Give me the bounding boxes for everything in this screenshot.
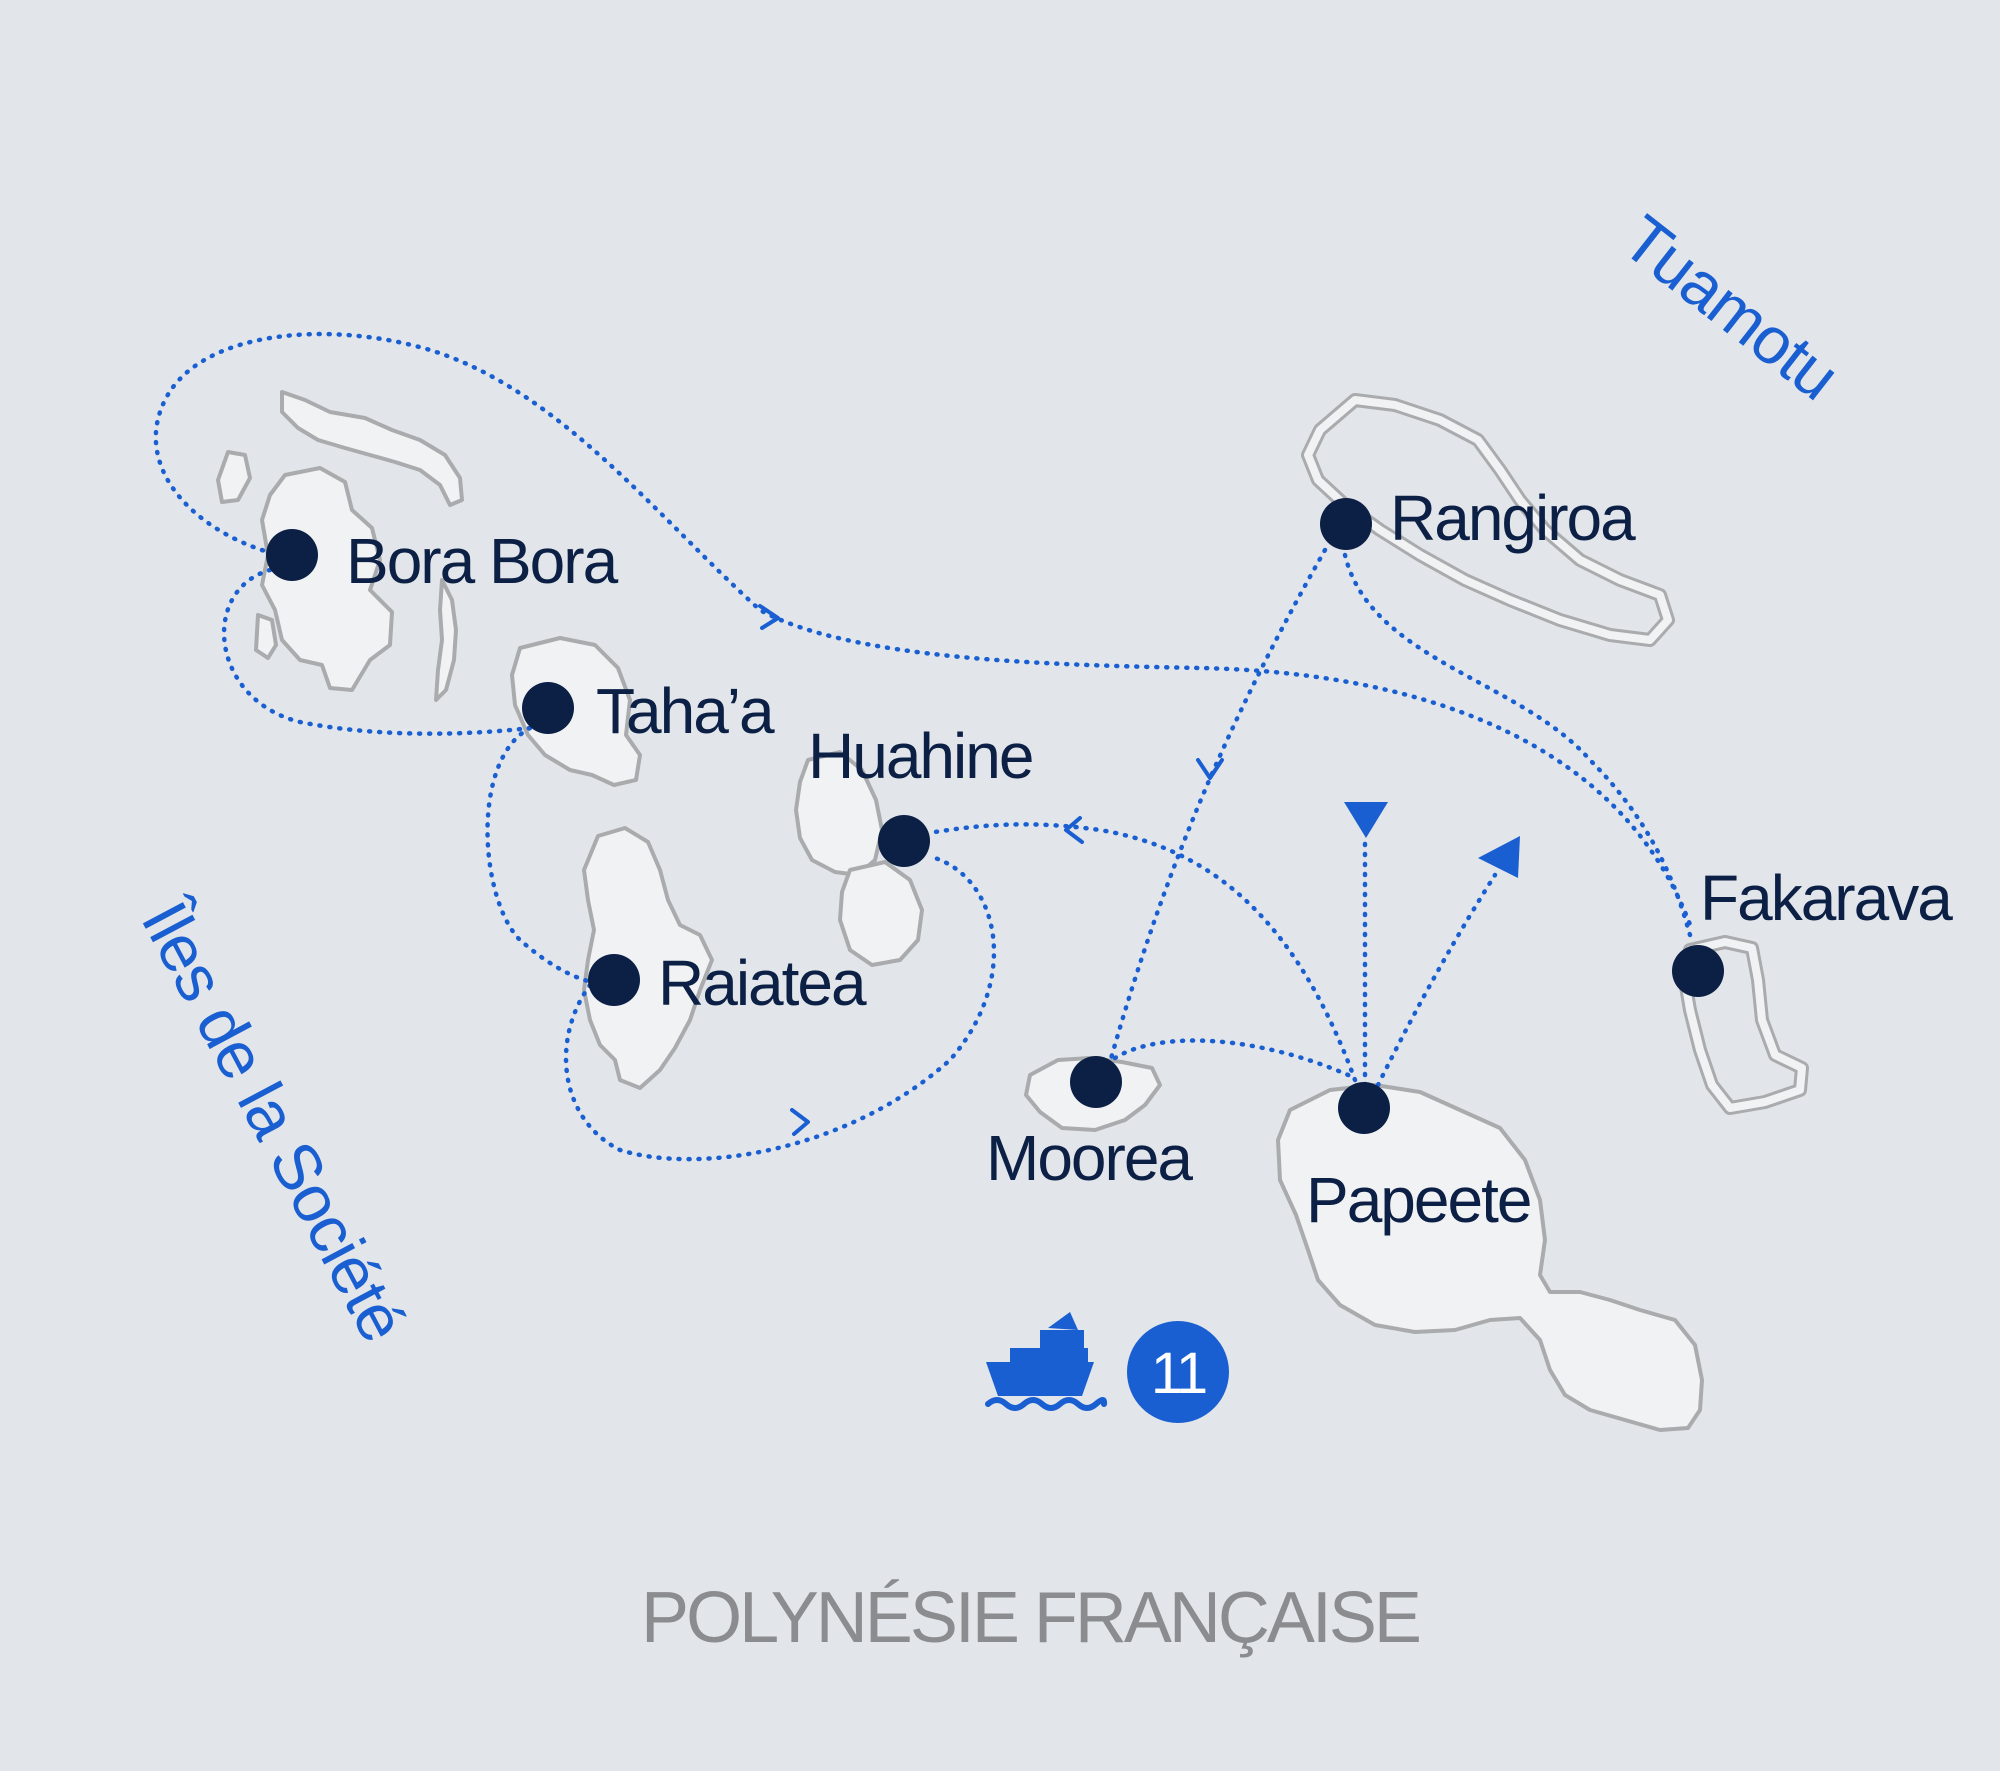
island-raiatea [582, 826, 714, 1090]
island-bora-bora-reef-west [216, 450, 252, 504]
island-tahaa [510, 636, 642, 787]
route-moorea-to-papeete [1112, 1038, 1358, 1081]
port-label-raiatea: Raiatea [658, 947, 867, 1019]
island-bora-bora-reef-north [280, 390, 464, 507]
port-dot-moorea[interactable] [1070, 1056, 1122, 1108]
port-dot-papeete[interactable] [1338, 1082, 1390, 1134]
route-tahaa-to-raiatea [485, 725, 618, 988]
chevron-marker [790, 1108, 810, 1136]
port-label-bora-bora: Bora Bora [346, 525, 619, 597]
island-huahine-south [838, 860, 924, 967]
port-markers [266, 498, 1724, 1134]
port-dot-rangiroa[interactable] [1320, 498, 1372, 550]
islands [216, 390, 1704, 1432]
port-dot-tahaa[interactable] [522, 682, 574, 734]
port-label-tahaa: Taha’a [596, 675, 775, 747]
port-dot-raiatea[interactable] [588, 954, 640, 1006]
port-labels: Bora Bora Taha’a Huahine Raiatea Rangiro… [346, 482, 1955, 1236]
atoll-rangiroa-rim [1304, 396, 1672, 644]
route-papeete-northeast [1375, 872, 1498, 1088]
direction-markers [758, 604, 1224, 1136]
cruise-nights-badge [1127, 1321, 1229, 1423]
route-rangiroa-to-moorea [1107, 547, 1328, 1065]
route-bora-bora-to-tahaa [221, 567, 533, 736]
cruise-ship-icon [985, 1312, 1108, 1411]
route-bora-bora-to-fakarava [153, 331, 1695, 933]
cruise-info: 11 [985, 1312, 1229, 1423]
chevron-marker [758, 604, 780, 630]
port-dot-fakarava[interactable] [1672, 945, 1724, 997]
island-bora-bora [260, 466, 394, 692]
island-tahiti [1276, 1083, 1704, 1432]
cruise-nights-count: 11 [1151, 1341, 1206, 1406]
chevron-marker [1064, 816, 1084, 844]
port-label-fakarava: Fakarava [1700, 862, 1953, 934]
route-rangiroa-to-fakarava [1342, 552, 1693, 938]
atoll-fakarava-rim [1680, 938, 1806, 1112]
route-arrowheads [1344, 802, 1520, 878]
port-dot-bora-bora[interactable] [266, 529, 318, 581]
island-bora-bora-reef-east [434, 578, 458, 702]
routes [153, 331, 1695, 1162]
arrowhead-northeast [1478, 836, 1520, 878]
port-label-huahine: Huahine [808, 720, 1032, 792]
port-label-rangiroa: Rangiroa [1390, 482, 1636, 554]
country-label: POLYNÉSIE FRANÇAISE [641, 1578, 1419, 1658]
chevron-marker [1196, 758, 1224, 780]
route-raiatea-to-huahine [563, 855, 997, 1162]
port-label-moorea: Moorea [986, 1122, 1193, 1194]
port-label-papeete: Papeete [1306, 1164, 1530, 1236]
island-bora-bora-islet-south [254, 613, 278, 660]
port-dot-huahine[interactable] [878, 815, 930, 867]
route-papeete-to-huahine [932, 822, 1358, 1083]
arrowhead-north [1344, 802, 1388, 838]
atolls [1301, 393, 1809, 1115]
